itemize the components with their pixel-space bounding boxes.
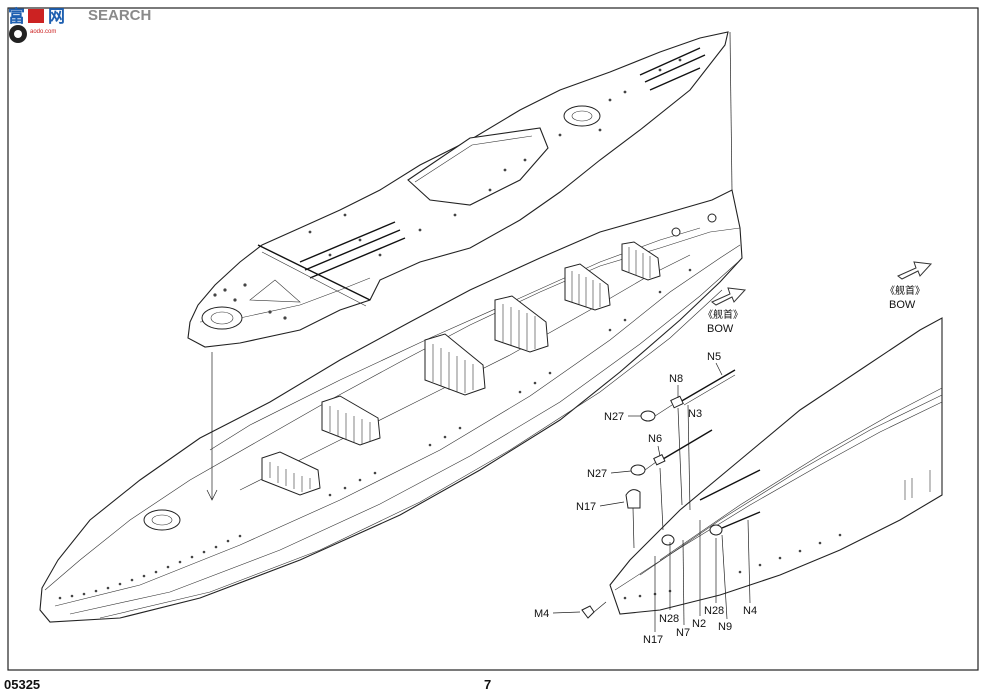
bow-arrow-icon [711,287,747,306]
part-N6-boom [657,429,713,463]
label-N2: N2 [692,618,706,630]
part-N27-a [640,410,656,422]
part-N17-plate [625,489,641,509]
anchor-chain-1 [639,47,701,76]
bulkhead-1 [261,451,321,496]
bow-cn-2: 《舰首》 [885,284,925,297]
deck-break [257,244,371,301]
deck-rail-1 [299,221,396,263]
waterline-1 [54,244,741,607]
label-N8: N8 [669,373,683,385]
logo-search-text: SEARCH [88,7,151,24]
bow-indicator-1: 《舰首》 BOW [703,287,747,335]
label-N5: N5 [707,351,721,363]
label-N7: N7 [676,627,690,639]
stern-triangle [249,279,301,303]
hull-turret-ring [143,509,181,531]
label-M4: M4 [534,608,549,620]
deck-fittings [213,58,682,320]
logo-url: aodo.com [30,29,56,35]
fore-turret-ring [563,105,601,127]
bow-detail-view [609,317,943,615]
bulkhead-2 [321,395,381,446]
hull-part [39,189,743,623]
bow-cn-1: 《舰首》 [703,308,743,321]
bulkhead-3 [424,333,486,396]
label-N4: N4 [743,605,757,617]
part-N5-boom [679,369,736,403]
label-N27-a: N27 [604,411,624,423]
portholes [58,268,692,600]
bow-fitting-2 [671,227,681,237]
inner-wall [209,227,701,451]
part-labels: N5 N8 N3 N27 N6 N27 N17 M4 N28 N17 N7 N2… [534,351,757,646]
label-N17-b: N17 [643,634,663,646]
mounted-N27-a [661,534,675,546]
aft-turret-ring [201,306,243,330]
part-N27-b [630,464,646,476]
watermark-logo: 富 网 SEARCH aodo.com [8,6,151,43]
bow-en-2: BOW [889,299,916,311]
label-N28-b: N28 [704,605,724,617]
label-N9: N9 [718,621,732,633]
label-N27-b: N27 [587,468,607,480]
kit-number: 05325 [4,677,40,692]
page-border [7,7,979,671]
deck-well [407,127,549,206]
deck-sheer-line [44,227,741,591]
bulkhead-5 [564,263,611,311]
mounted-boom [721,511,761,529]
main-deck-part [187,31,729,348]
bow-indicator-2: 《舰首》 BOW [885,261,933,311]
bow-fitting-1 [707,213,717,223]
part-N6-clamp [653,454,666,466]
label-N28-a: N28 [659,613,679,625]
logo-cn-1: 富 [8,6,25,27]
bow-en-1: BOW [707,323,734,335]
guide-N3 [677,407,683,506]
part-N3-clamp [670,395,684,409]
bulkhead-6 [621,241,661,281]
bow-detail-hull [609,317,943,615]
mounted-N27-b [709,524,723,536]
bulkhead-frames [261,241,661,496]
guide-line-bow [729,31,733,191]
bow-detail-rail [699,469,761,501]
bow-arrow-icon [897,261,933,280]
m4-guide [593,601,607,613]
loose-parts [581,369,736,619]
logo-cn-2: 网 [48,7,65,27]
label-N17-a: N17 [576,501,596,513]
label-N3: N3 [688,408,702,420]
label-N6: N6 [648,433,662,445]
part-M4 [581,605,595,619]
page-number: 7 [484,677,491,692]
